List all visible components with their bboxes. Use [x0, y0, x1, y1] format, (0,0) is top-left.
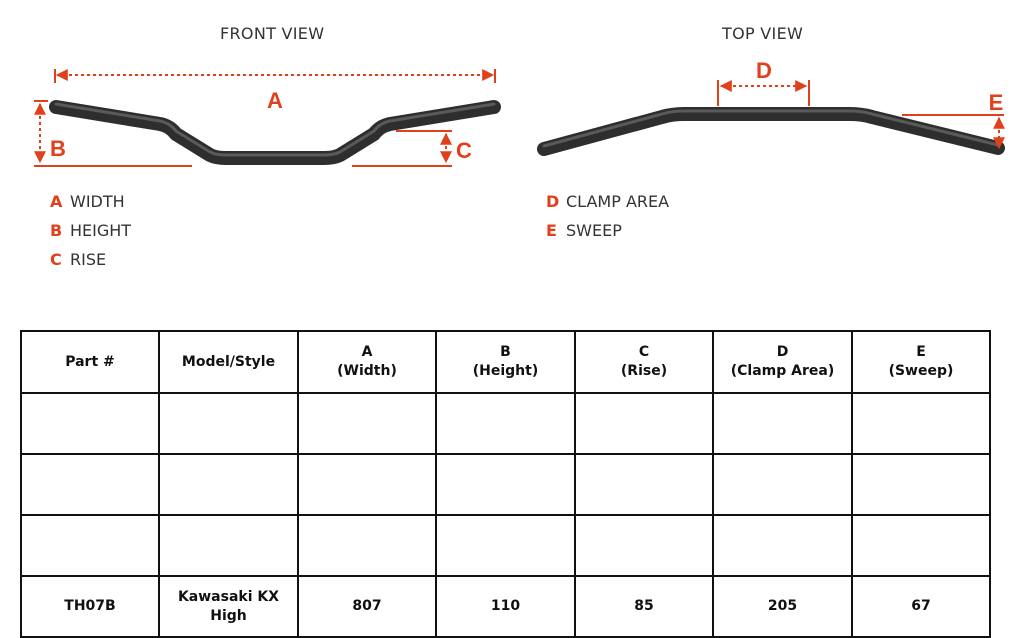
table-header-row: Part # Model/Style A(Width) B(Height) C(…	[20, 330, 991, 394]
table-cell	[297, 514, 437, 577]
header-clamp-area: D(Clamp Area)	[712, 330, 853, 394]
table-cell	[20, 453, 160, 516]
header-model-style: Model/Style	[158, 330, 299, 394]
header-rise: C(Rise)	[574, 330, 714, 394]
table-cell	[712, 453, 853, 516]
callout-d: D	[756, 58, 772, 83]
legend-label: CLAMP AREA	[566, 192, 670, 211]
legend-item-rise: C RISE	[50, 251, 131, 280]
front-view-handlebar	[49, 100, 501, 165]
table-cell	[435, 514, 576, 577]
table-cell	[851, 514, 991, 577]
callout-b: B	[50, 136, 66, 161]
top-view-title: TOP VIEW	[722, 24, 804, 43]
clamp-area-cell: 205	[712, 575, 853, 638]
callout-a: A	[267, 88, 283, 113]
table-cell	[435, 392, 576, 455]
table-cell	[851, 392, 991, 455]
height-cell: 110	[435, 575, 576, 638]
legend-label: WIDTH	[70, 192, 125, 211]
table-cell	[158, 392, 299, 455]
legend-letter: B	[50, 221, 63, 240]
header-part-number: Part #	[20, 330, 160, 394]
table-cell	[158, 453, 299, 516]
legend-label: SWEEP	[566, 221, 622, 240]
rise-cell: 85	[574, 575, 714, 638]
callout-e: E	[989, 90, 1004, 115]
table-row	[20, 453, 991, 516]
legend-item-width: A WIDTH	[50, 193, 131, 222]
table-cell	[297, 392, 437, 455]
table-cell	[297, 453, 437, 516]
top-view-legend: D CLAMP AREA E SWEEP	[546, 193, 669, 251]
front-view-title: FRONT VIEW	[220, 24, 325, 43]
legend-label: RISE	[70, 250, 107, 269]
header-sweep: E(Sweep)	[851, 330, 991, 394]
table-cell	[851, 453, 991, 516]
table-cell	[574, 514, 714, 577]
table-cell	[712, 392, 853, 455]
table-cell	[20, 392, 160, 455]
table-cell	[574, 392, 714, 455]
legend-item-height: B HEIGHT	[50, 222, 131, 251]
table-cell	[435, 453, 576, 516]
width-cell: 807	[297, 575, 437, 638]
callout-c: C	[456, 138, 472, 163]
legend-letter: A	[50, 192, 63, 211]
table-cell	[712, 514, 853, 577]
legend-label: HEIGHT	[70, 221, 132, 240]
table-row-th07b: TH07B Kawasaki KX High 807 110 85 205 67	[20, 575, 991, 638]
header-height: B(Height)	[435, 330, 576, 394]
table-row	[20, 514, 991, 577]
table-cell	[574, 453, 714, 516]
table-row	[20, 392, 991, 455]
legend-letter: D	[546, 192, 560, 211]
top-view-handlebar	[537, 107, 1005, 156]
specification-table: Part # Model/Style A(Width) B(Height) C(…	[20, 330, 991, 638]
handlebar-diagram: A B C D E	[34, 58, 1005, 167]
table-cell	[20, 514, 160, 577]
legend-item-sweep: E SWEEP	[546, 222, 669, 251]
legend-letter: C	[50, 250, 62, 269]
part-number-cell: TH07B	[20, 575, 160, 638]
sweep-cell: 67	[851, 575, 991, 638]
front-view-legend: A WIDTH B HEIGHT C RISE	[50, 193, 131, 280]
table-cell	[158, 514, 299, 577]
legend-letter: E	[546, 221, 557, 240]
header-width: A(Width)	[297, 330, 437, 394]
legend-item-clamp-area: D CLAMP AREA	[546, 193, 669, 222]
model-style-cell: Kawasaki KX High	[158, 575, 299, 638]
